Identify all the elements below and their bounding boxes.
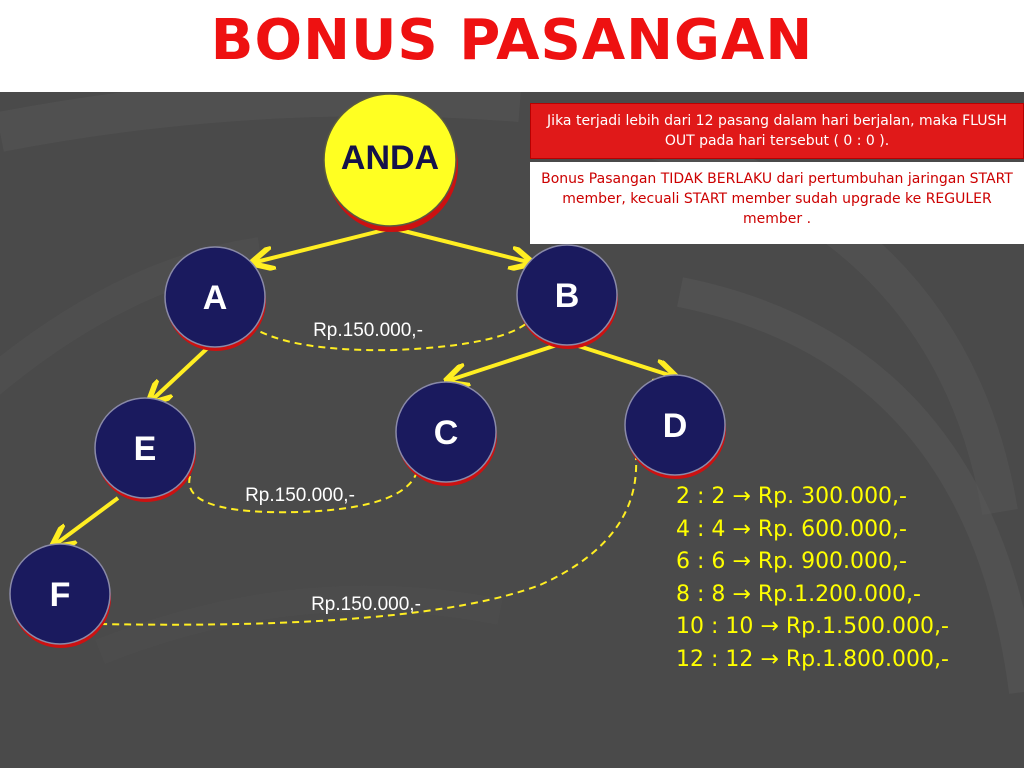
bonus-row: 4 : 4 → Rp. 600.000,- <box>676 514 1016 547</box>
node-e-label: E <box>134 430 157 468</box>
bonus-amount: Rp. 600.000,- <box>757 516 907 542</box>
bonus-row: 10 : 10 → Rp.1.500.000,- <box>676 611 1016 644</box>
bonus-row: 6 : 6 → Rp. 900.000,- <box>676 546 1016 579</box>
node-d-label: D <box>663 407 688 445</box>
arrow-e-to-f <box>56 496 120 544</box>
node-root-label: ANDA <box>341 139 439 177</box>
bonus-amount: Rp. 900.000,- <box>757 549 907 574</box>
slide-title: BONUS PASANGAN <box>210 8 814 73</box>
pair-connector-a-b <box>249 317 533 352</box>
pair-amount-f-d: Rp.150.000,- <box>311 594 421 615</box>
arrow-root-to-a <box>256 226 393 262</box>
bonus-ratio: 8 : 8 <box>676 581 733 607</box>
bonus-amount: Rp.1.200.000,- <box>757 581 921 607</box>
arrow-b-to-c <box>450 340 567 380</box>
node-f-label: F <box>50 576 71 614</box>
node-c: C <box>395 381 497 486</box>
node-c-label: C <box>434 414 459 452</box>
bonus-ratio: 6 : 6 <box>676 549 733 574</box>
arrow-right-icon: → <box>732 484 751 509</box>
bonus-amount: Rp. 300.000,- <box>757 484 907 509</box>
arrow-right-icon: → <box>732 516 751 542</box>
arrow-right-icon: → <box>760 614 779 639</box>
bonus-row: 2 : 2 → Rp. 300.000,- <box>676 481 1016 514</box>
bonus-amount: Rp.1.500.000,- <box>785 614 949 639</box>
bonus-ratio: 2 : 2 <box>676 484 726 509</box>
not-applicable-note: Bonus Pasangan TIDAK BERLAKU dari pertum… <box>530 162 1024 244</box>
node-d: D <box>624 374 726 479</box>
bonus-ratio: 4 : 4 <box>676 516 726 542</box>
bonus-row: 12 : 12 → Rp.1.800.000,- <box>676 644 1016 677</box>
node-e: E <box>94 397 196 502</box>
bonus-row: 8 : 8 → Rp.1.200.000,- <box>676 579 1016 612</box>
node-b-label: B <box>555 277 580 315</box>
arrow-b-to-d <box>565 340 672 376</box>
bonus-ratio: 12 : 12 <box>676 646 754 672</box>
node-a-label: A <box>203 279 228 317</box>
bonus-amount: Rp.1.800.000,- <box>785 646 949 672</box>
pair-amount-a-b: Rp.150.000,- <box>313 320 423 341</box>
title-bar: BONUS PASANGAN <box>0 0 1024 92</box>
arrow-right-icon: → <box>732 549 751 574</box>
node-a: A <box>164 246 266 351</box>
flush-out-note: Jika terjadi lebih dari 12 pasang dalam … <box>530 103 1024 159</box>
bonus-ratio: 10 : 10 <box>676 614 754 639</box>
node-f: F <box>9 543 111 648</box>
bonus-table: 2 : 2 → Rp. 300.000,- 4 : 4 → Rp. 600.00… <box>676 481 1016 676</box>
node-b: B <box>516 244 618 349</box>
pair-amount-e-c: Rp.150.000,- <box>245 485 355 506</box>
arrow-root-to-b <box>391 226 528 262</box>
arrow-a-to-e <box>152 341 215 400</box>
arrow-right-icon: → <box>732 581 751 607</box>
pair-connector-e-c <box>188 467 419 514</box>
node-root: ANDA <box>323 93 458 232</box>
arrow-right-icon: → <box>760 646 779 672</box>
